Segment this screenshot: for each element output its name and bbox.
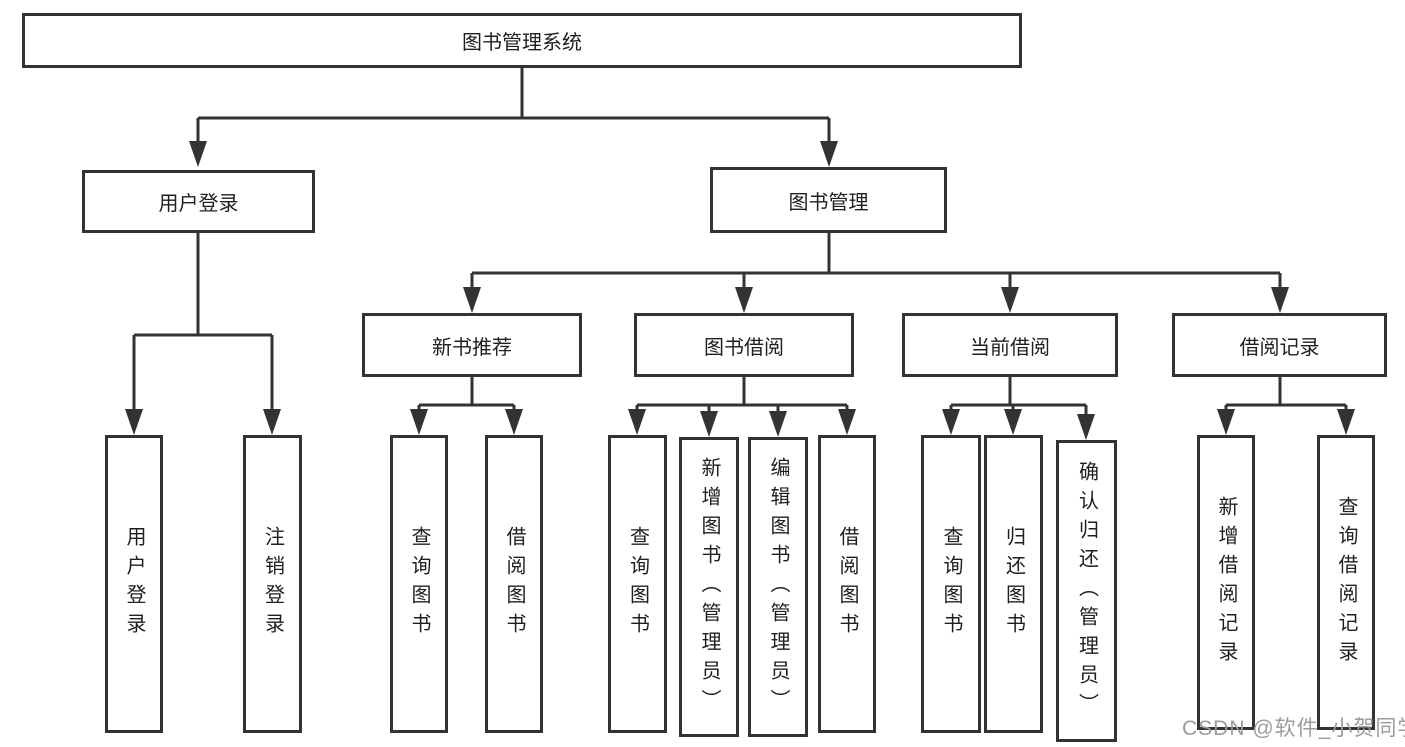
arrowhead: [769, 411, 787, 437]
arrowhead: [410, 409, 428, 435]
connector-root-branch: [196, 68, 831, 150]
leaf-borrow-books-recommend: 借阅图书: [485, 435, 543, 733]
leaf-add-borrow-record: 新增借阅记录: [1197, 435, 1255, 730]
connector-new-book-branch: [417, 377, 516, 420]
arrowhead: [1337, 409, 1355, 435]
leaf-edit-book-admin-label: 编辑图书（管理员）: [767, 456, 789, 718]
arrowhead: [1271, 287, 1289, 313]
leaf-query-books-borrowing-label: 查询图书: [626, 526, 649, 642]
node-borrowing-records-label: 借阅记录: [1239, 336, 1320, 359]
arrowhead: [189, 141, 207, 167]
arrowhead: [838, 409, 856, 435]
leaf-add-book-admin-label: 新增图书（管理员）: [698, 456, 720, 718]
leaf-edit-book-admin: 编辑图书（管理员）: [748, 437, 808, 737]
leaf-borrow-books-borrowing: 借阅图书: [818, 435, 876, 733]
node-book-management: 图书管理: [710, 167, 947, 233]
leaf-user-login-label: 用户登录: [123, 526, 145, 642]
connector-records-branch: [1224, 377, 1348, 420]
arrowhead: [820, 141, 838, 167]
leaf-return-book: 归还图书: [984, 435, 1043, 733]
arrowhead: [463, 287, 481, 313]
arrowhead: [1001, 287, 1019, 313]
node-book-borrowing-label: 图书借阅: [704, 336, 784, 359]
leaf-logout-label: 注销登录: [261, 526, 284, 642]
connector-book-borrow-branch: [635, 377, 849, 422]
arrowhead: [263, 409, 281, 435]
leaf-query-books-recommend-label: 查询图书: [408, 526, 430, 642]
arrowhead: [735, 287, 753, 313]
arrowhead: [505, 409, 523, 435]
arrowhead: [1004, 409, 1022, 435]
leaf-user-login: 用户登录: [105, 435, 163, 733]
leaf-confirm-return-admin-label: 确认归还（管理员）: [1075, 460, 1098, 722]
leaf-confirm-return-admin: 确认归还（管理员）: [1056, 440, 1117, 742]
leaf-borrow-books-recommend-label: 借阅图书: [503, 526, 525, 642]
node-current-borrowing: 当前借阅: [902, 313, 1118, 377]
leaf-query-books-current-label: 查询图书: [940, 526, 962, 642]
connector-book-mgmt-branch: [470, 233, 1282, 295]
arrowhead: [700, 411, 718, 437]
leaf-query-books-borrowing: 查询图书: [608, 435, 667, 733]
node-root: 图书管理系统: [22, 13, 1022, 68]
connector-user-login-branch: [132, 233, 274, 420]
node-user-login: 用户登录: [82, 170, 315, 233]
leaf-logout: 注销登录: [243, 435, 302, 733]
arrowhead: [942, 409, 960, 435]
node-borrowing-records: 借阅记录: [1172, 313, 1387, 377]
connector-segments: [132, 68, 1348, 425]
arrowhead: [125, 409, 143, 435]
node-new-book-recommend: 新书推荐: [362, 313, 582, 377]
arrowhead: [1217, 409, 1235, 435]
arrowheads: [125, 141, 1355, 440]
leaf-add-borrow-record-label: 新增借阅记录: [1215, 495, 1237, 670]
leaf-return-book-label: 归还图书: [1002, 526, 1025, 642]
leaf-borrow-books-borrowing-label: 借阅图书: [836, 526, 858, 642]
leaf-query-books-recommend: 查询图书: [390, 435, 448, 733]
node-book-borrowing: 图书借阅: [634, 313, 854, 377]
arrowhead: [628, 409, 646, 435]
leaf-query-borrow-record-label: 查询借阅记录: [1335, 495, 1357, 670]
node-current-borrowing-label: 当前借阅: [970, 336, 1050, 359]
node-root-label: 图书管理系统: [462, 32, 582, 54]
arrowhead: [1077, 414, 1095, 440]
node-user-login-label: 用户登录: [158, 193, 239, 215]
leaf-add-book-admin: 新增图书（管理员）: [679, 437, 739, 737]
node-new-book-recommend-label: 新书推荐: [432, 336, 512, 359]
node-book-management-label: 图书管理: [788, 191, 869, 214]
leaf-query-borrow-record: 查询借阅记录: [1317, 435, 1375, 730]
leaf-query-books-current: 查询图书: [921, 435, 981, 733]
watermark: CSDN @软件_小贺同学: [1182, 717, 1405, 740]
